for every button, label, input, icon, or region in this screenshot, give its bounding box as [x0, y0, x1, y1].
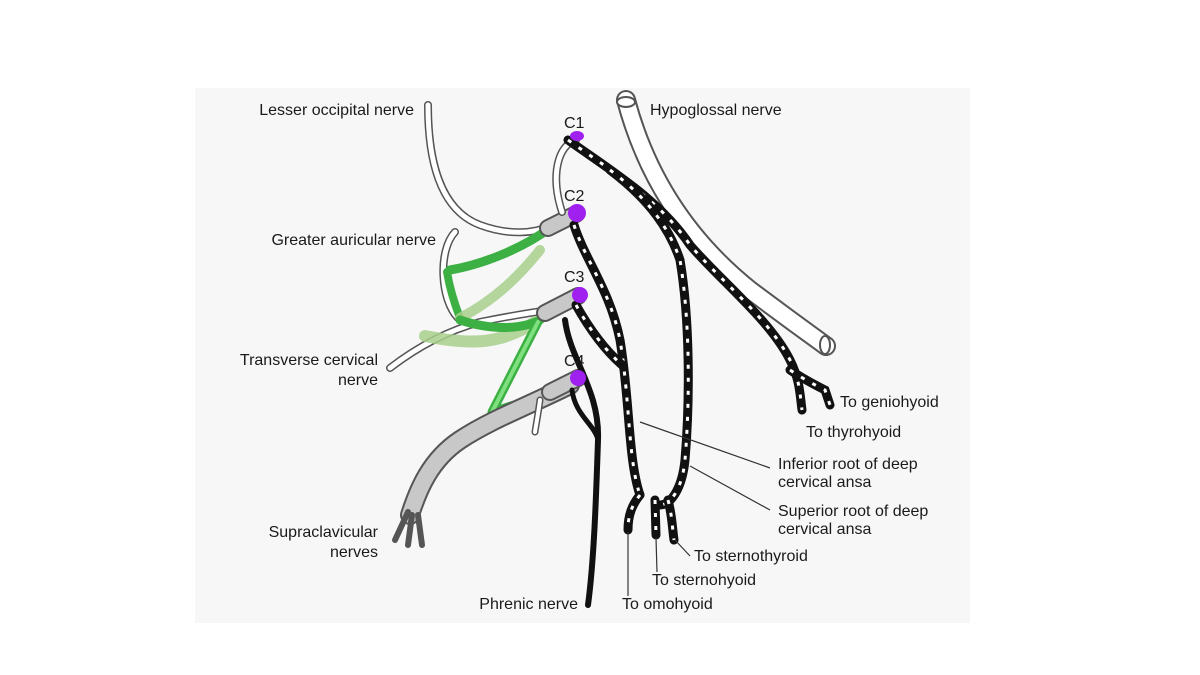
label-superior-root-1: Superior root of deep	[778, 503, 929, 520]
greater-auricular-nerve	[439, 223, 555, 323]
c1-label: C1	[564, 115, 585, 132]
label-phrenic: Phrenic nerve	[479, 596, 578, 613]
c2-label: C2	[564, 188, 585, 205]
label-transverse-cervical-1: Transverse cervical	[239, 352, 378, 369]
label-thyrohyoid: To thyrohyoid	[806, 424, 902, 441]
diagram-background	[195, 88, 970, 623]
label-inferior-root-1: Inferior root of deep	[778, 456, 918, 473]
c4-tip	[570, 370, 586, 386]
ansa-cervicalis-fibers	[563, 135, 835, 545]
transverse-cervical-nerve	[386, 306, 554, 372]
label-geniohyoid: To geniohyoid	[840, 394, 939, 411]
label-sternohyoid: To sternohyoid	[652, 572, 757, 589]
label-supraclavicular-2: nerves	[329, 544, 378, 561]
label-inferior-root-2: cervical ansa	[778, 474, 872, 491]
root-tips	[568, 131, 588, 386]
label-omohyoid: To omohyoid	[622, 596, 713, 613]
leader-lines	[627, 421, 771, 596]
label-hypoglossal: Hypoglossal nerve	[650, 102, 782, 119]
c4-label: C4	[564, 353, 585, 370]
c3-tip	[572, 287, 588, 303]
c2-tip	[568, 204, 586, 222]
label-supraclavicular-1: Supraclavicular	[268, 524, 378, 541]
label-lesser-occipital: Lesser occipital nerve	[259, 102, 414, 119]
c1-tip	[570, 131, 584, 141]
hypoglossal-nerve	[616, 90, 836, 356]
lesser-occipital-nerve	[424, 101, 554, 237]
supraclavicular-nerves	[392, 375, 580, 548]
phrenic-nerve	[562, 317, 602, 608]
label-superior-root-2: cervical ansa	[778, 521, 872, 538]
label-sternothyroid: To sternothyroid	[694, 548, 808, 565]
label-greater-auricular: Greater auricular nerve	[271, 232, 436, 249]
label-transverse-cervical-2: nerve	[337, 372, 378, 389]
c3-label: C3	[564, 269, 585, 286]
